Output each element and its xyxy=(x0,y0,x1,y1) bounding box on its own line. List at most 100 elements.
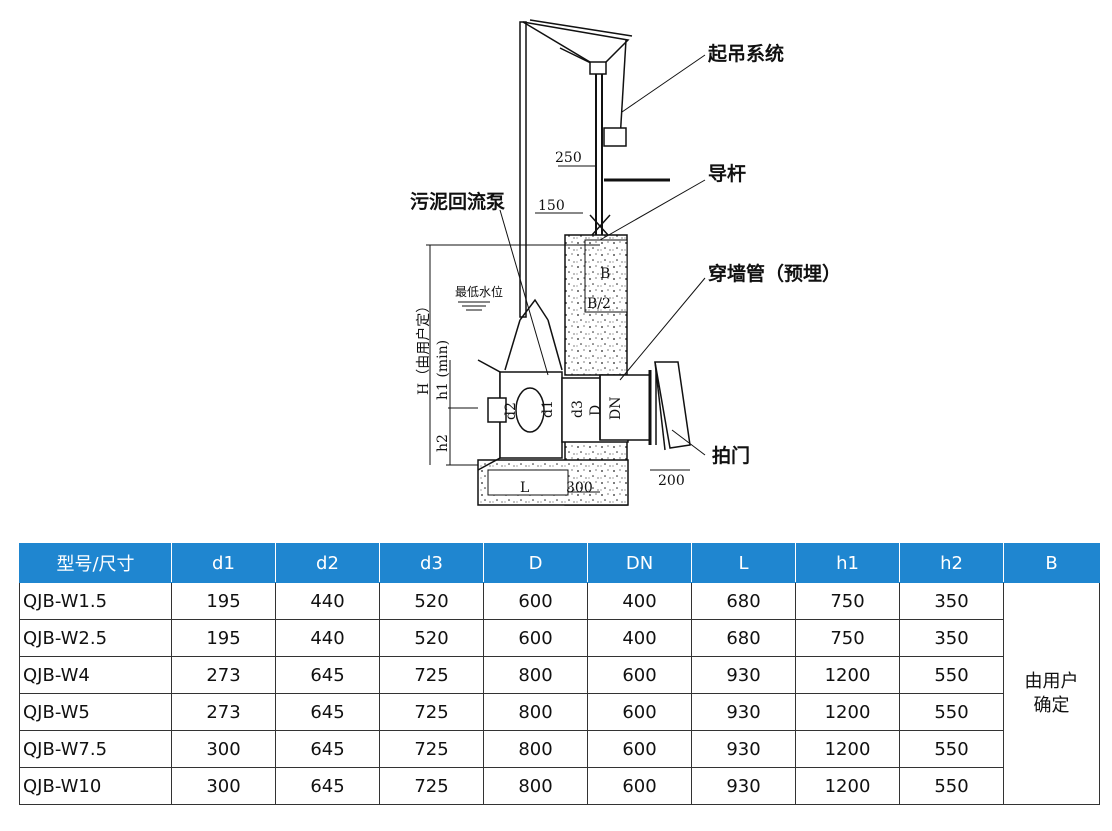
cell-d3: 725 xyxy=(379,730,484,768)
crane-arm xyxy=(522,21,630,69)
table-row: QJB-W10 300 645 725 800 600 930 1200 550 xyxy=(19,767,1100,805)
dimension-lines xyxy=(426,165,690,493)
label-150: 150 xyxy=(538,198,565,214)
header-DN: DN xyxy=(587,543,692,583)
cell-L: 930 xyxy=(691,656,796,694)
header-d1: d1 xyxy=(171,543,276,583)
cell-d3: 725 xyxy=(379,656,484,694)
spec-table: 型号/尺寸 d1 d2 d3 D DN L h1 h2 B QJB-W1.5 1… xyxy=(19,543,1100,805)
label-min-water-level: 最低水位 xyxy=(455,284,503,299)
cell-L: 930 xyxy=(691,730,796,768)
concrete-wall xyxy=(477,234,629,506)
cell-model: QJB-W7.5 xyxy=(19,730,172,768)
label-d3: d3 xyxy=(570,400,586,418)
callout-guide-rod: 导杆 xyxy=(708,162,746,185)
label-d1: d1 xyxy=(540,400,556,418)
cell-d1: 273 xyxy=(171,693,276,731)
cell-D: 800 xyxy=(483,730,588,768)
header-L: L xyxy=(691,543,796,583)
cell-model: QJB-W10 xyxy=(19,767,172,805)
cell-h2: 550 xyxy=(899,767,1004,805)
label-d2: d2 xyxy=(503,402,519,420)
b-note-line2: 确定 xyxy=(1033,694,1070,716)
label-DN: DN xyxy=(608,397,624,420)
cell-d1: 300 xyxy=(171,767,276,805)
cell-d3: 725 xyxy=(379,693,484,731)
label-h1: h1 (min) xyxy=(435,340,451,400)
cell-D: 800 xyxy=(483,656,588,694)
label-200: 200 xyxy=(658,473,685,489)
cell-DN: 400 xyxy=(587,619,692,657)
header-B: B xyxy=(1003,543,1100,583)
cell-d1: 273 xyxy=(171,656,276,694)
table-row: QJB-W4 273 645 725 800 600 930 1200 550 xyxy=(19,656,1100,694)
cell-h1: 750 xyxy=(795,619,900,657)
lifting-chain-rope xyxy=(519,21,527,318)
cell-D: 600 xyxy=(483,582,588,620)
cell-d2: 440 xyxy=(275,619,380,657)
lifting-system xyxy=(519,19,670,318)
cell-h1: 750 xyxy=(795,582,900,620)
label-D: D xyxy=(588,405,604,416)
cell-d2: 440 xyxy=(275,582,380,620)
label-B2: B/2 xyxy=(587,296,611,312)
header-d2: d2 xyxy=(275,543,380,583)
callout-sludge-pump: 污泥回流泵 xyxy=(410,190,505,213)
cell-d1: 195 xyxy=(171,582,276,620)
flap-door xyxy=(654,361,691,451)
cell-h2: 350 xyxy=(899,582,1004,620)
header-model: 型号/尺寸 xyxy=(19,543,172,583)
cell-d1: 195 xyxy=(171,619,276,657)
cell-d3: 725 xyxy=(379,767,484,805)
callout-flap-door: 拍门 xyxy=(712,444,750,467)
cell-d3: 520 xyxy=(379,582,484,620)
table-header-row: 型号/尺寸 d1 d2 d3 D DN L h1 h2 B xyxy=(19,543,1100,583)
cell-B-note: 由用户 确定 xyxy=(1003,582,1100,805)
label-B: B xyxy=(600,266,610,282)
cell-model: QJB-W5 xyxy=(19,693,172,731)
cell-d2: 645 xyxy=(275,730,380,768)
cell-d2: 645 xyxy=(275,767,380,805)
installation-diagram: 起吊系统 导杆 污泥回流泵 穿墙管（预埋） 拍门 最低水位 H（由用户定） h1… xyxy=(410,19,841,506)
winch xyxy=(603,127,627,147)
label-H: H（由用户定） xyxy=(415,299,432,395)
table-row: QJB-W1.5 195 440 520 600 400 680 750 350… xyxy=(19,582,1100,805)
cell-h1: 1200 xyxy=(795,693,900,731)
cell-L: 680 xyxy=(691,582,796,620)
cell-h2: 550 xyxy=(899,656,1004,694)
cell-h2: 550 xyxy=(899,730,1004,768)
cell-DN: 600 xyxy=(587,730,692,768)
label-250: 250 xyxy=(555,150,582,166)
callout-lifting-system: 起吊系统 xyxy=(707,42,784,65)
wall-pipe xyxy=(599,370,657,445)
cell-d3: 520 xyxy=(379,619,484,657)
cell-d1: 300 xyxy=(171,730,276,768)
cell-D: 800 xyxy=(483,767,588,805)
label-h2: h2 xyxy=(435,434,451,452)
header-h2: h2 xyxy=(899,543,1004,583)
header-D: D xyxy=(483,543,588,583)
cell-D: 600 xyxy=(483,619,588,657)
cell-d2: 645 xyxy=(275,693,380,731)
cell-DN: 600 xyxy=(587,693,692,731)
cell-DN: 600 xyxy=(587,767,692,805)
cell-model: QJB-W4 xyxy=(19,656,172,694)
header-h1: h1 xyxy=(795,543,900,583)
cell-h1: 1200 xyxy=(795,656,900,694)
cell-h2: 350 xyxy=(899,619,1004,657)
label-300: 300 xyxy=(566,480,593,496)
cell-model: QJB-W2.5 xyxy=(19,619,172,657)
cell-d2: 645 xyxy=(275,656,380,694)
cell-model: QJB-W1.5 xyxy=(19,582,172,620)
cell-h1: 1200 xyxy=(795,767,900,805)
cell-D: 800 xyxy=(483,693,588,731)
label-L: L xyxy=(520,480,529,496)
callout-wall-pipe: 穿墙管（预埋） xyxy=(708,262,841,285)
cell-h1: 1200 xyxy=(795,730,900,768)
b-note-line1: 由用户 xyxy=(1024,670,1079,692)
table-row: QJB-W2.5 195 440 520 600 400 680 750 350 xyxy=(19,619,1100,657)
callout-leaders xyxy=(499,54,706,456)
cell-h2: 550 xyxy=(899,693,1004,731)
cell-L: 930 xyxy=(691,767,796,805)
table-row: QJB-W7.5 300 645 725 800 600 930 1200 55… xyxy=(19,730,1100,768)
